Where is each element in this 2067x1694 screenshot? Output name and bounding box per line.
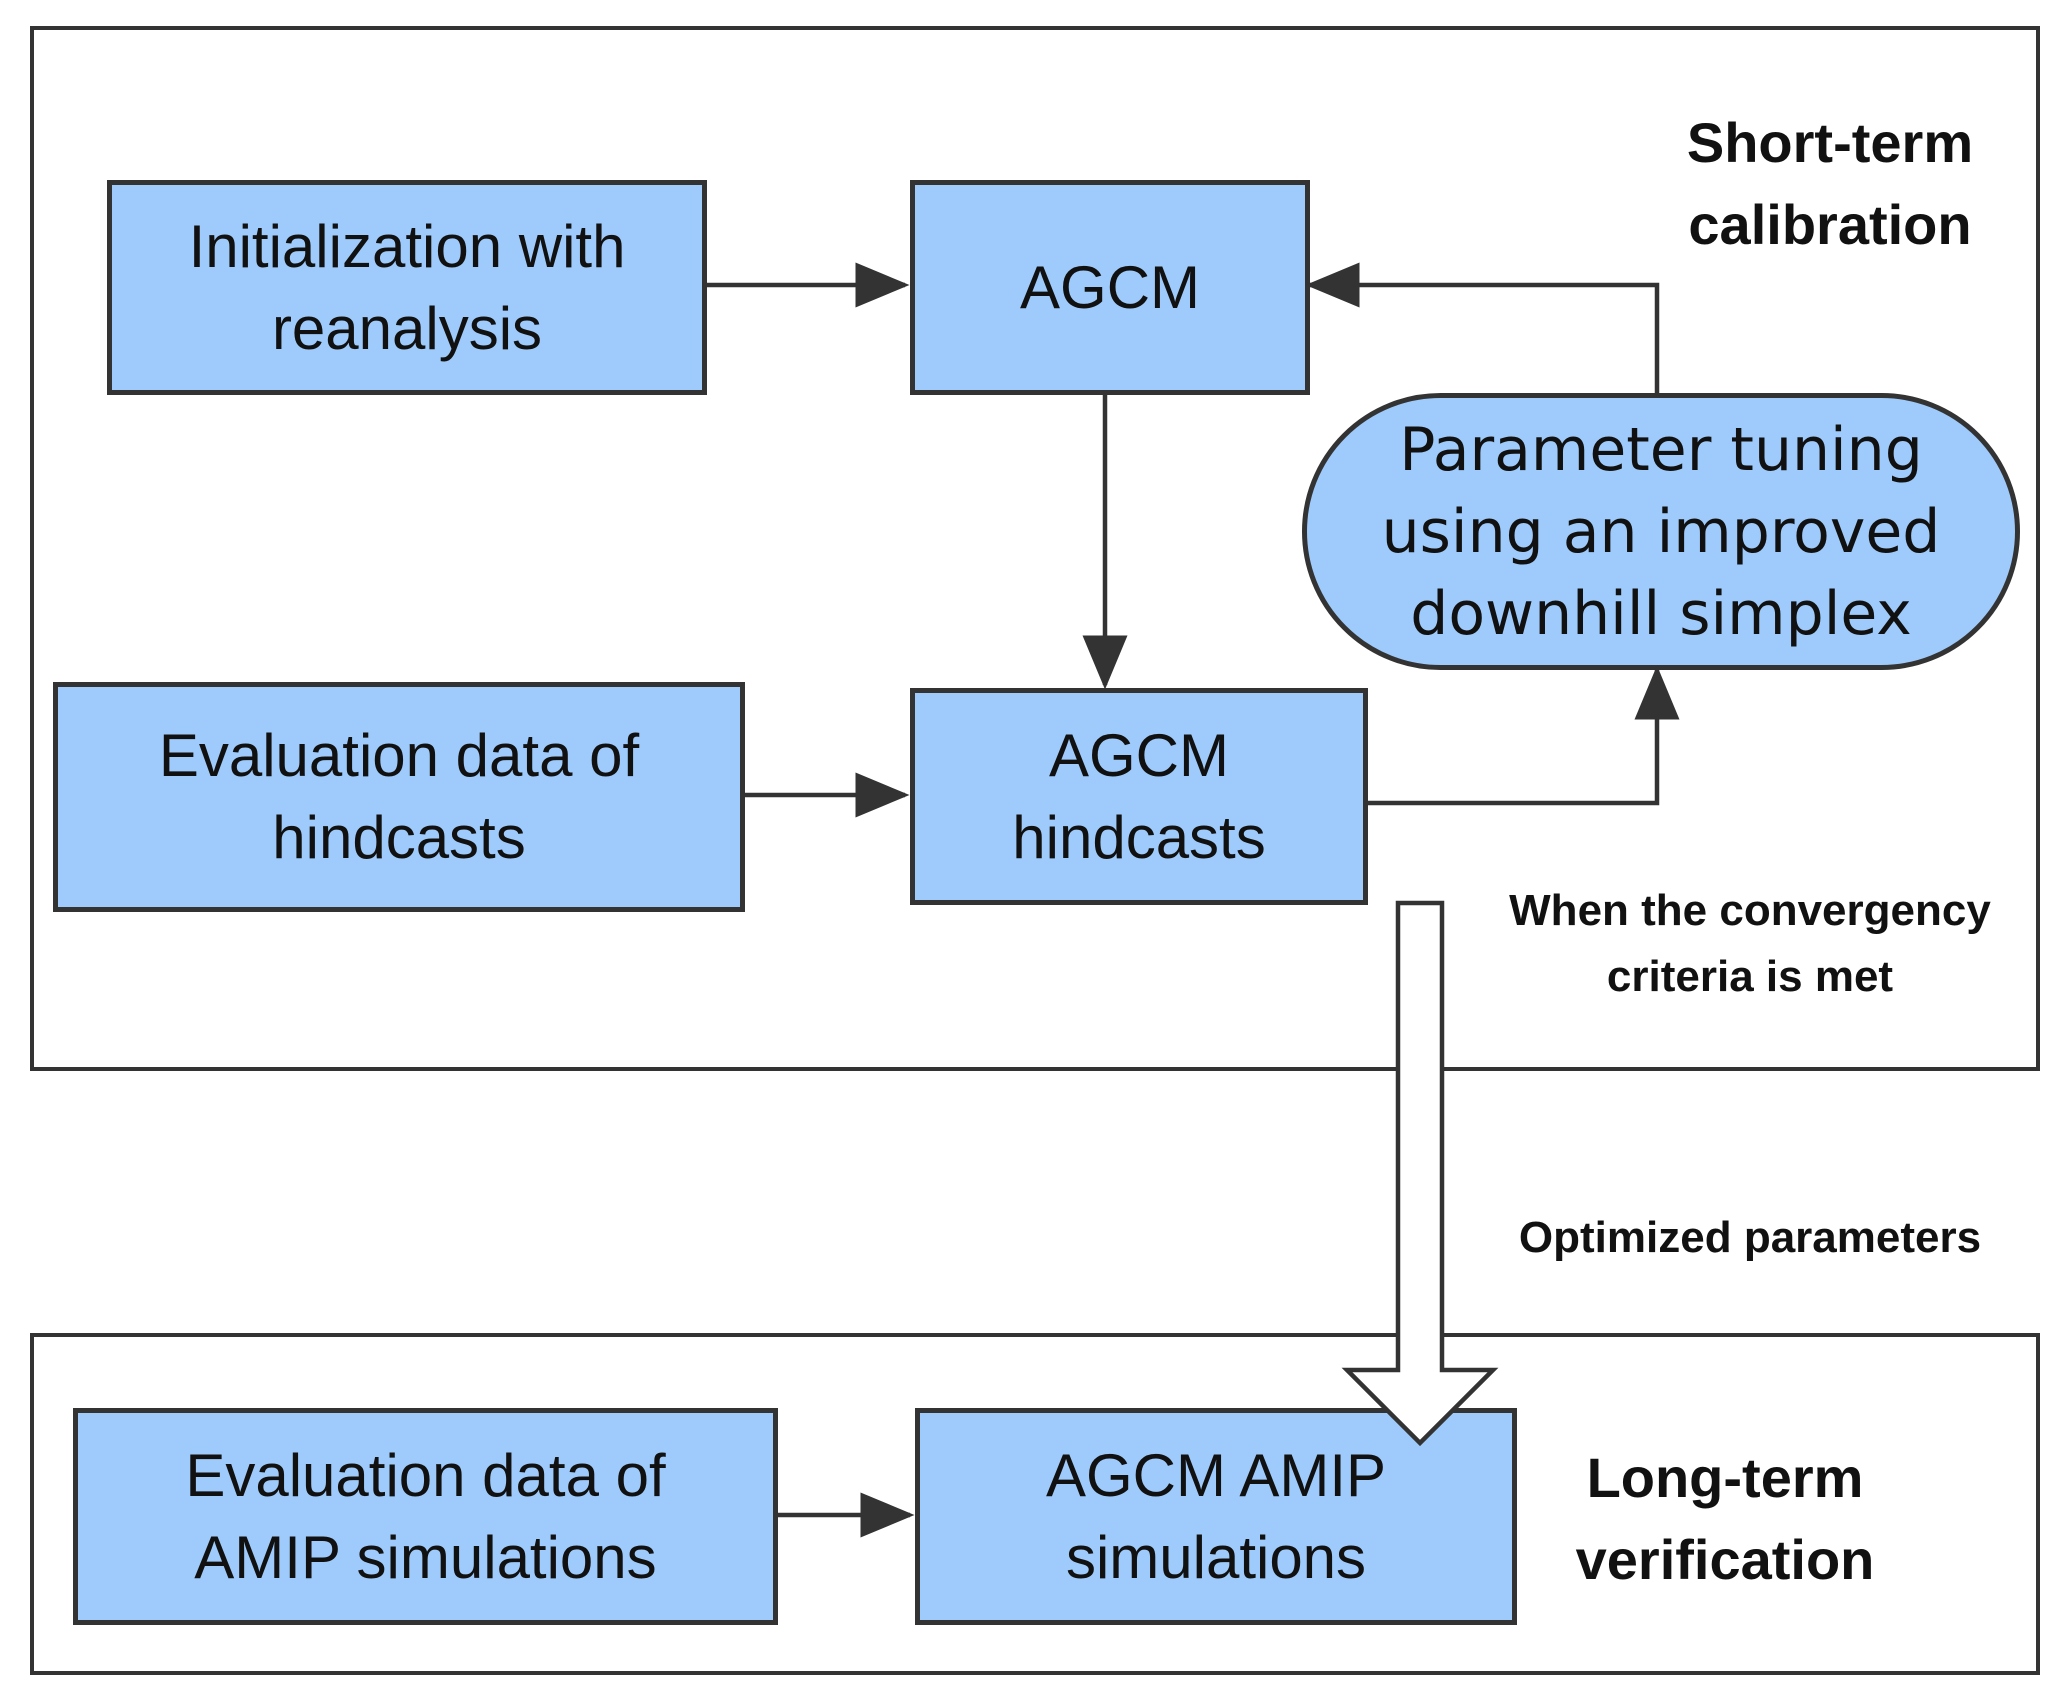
node-agcm-amip: AGCM AMIP simulations xyxy=(915,1408,1517,1625)
node-parameter-tuning-line2: using an improved xyxy=(1381,496,1941,567)
annotation-convergence-line1: When the convergency xyxy=(1509,886,1991,935)
node-agcm-label: AGCM xyxy=(1020,253,1200,321)
section-label-short-term-line2: calibration xyxy=(1688,193,1972,256)
section-label-short-term: Short-term calibration xyxy=(1640,102,2020,266)
node-evaluation-hindcasts-line2: hindcasts xyxy=(272,804,526,871)
node-initialization-line2: reanalysis xyxy=(271,294,543,362)
section-label-long-term-line2: verification xyxy=(1575,1528,1875,1591)
annotation-optimized-parameters: Optimized parameters xyxy=(1455,1205,2045,1271)
node-agcm: AGCM xyxy=(910,180,1310,395)
node-agcm-hindcasts-line1: AGCM xyxy=(1048,721,1229,789)
node-agcm-amip-line2: simulations xyxy=(1065,1523,1367,1591)
section-label-long-term: Long-term verification xyxy=(1535,1437,1915,1601)
node-evaluation-hindcasts: Evaluation data of hindcasts xyxy=(53,682,745,912)
node-evaluation-amip-line2: AMIP simulations xyxy=(194,1523,657,1591)
annotation-optimized-parameters-text: Optimized parameters xyxy=(1518,1213,1982,1262)
node-initialization: Initialization with reanalysis xyxy=(107,180,707,395)
node-parameter-tuning: Parameter tuning using an improved downh… xyxy=(1302,393,2020,670)
node-agcm-hindcasts: AGCM hindcasts xyxy=(910,688,1368,905)
node-parameter-tuning-line1: Parameter tuning xyxy=(1399,414,1923,485)
annotation-convergence: When the convergency criteria is met xyxy=(1440,878,2060,1010)
node-agcm-hindcasts-line2: hindcasts xyxy=(1012,803,1266,871)
node-parameter-tuning-line3: downhill simplex xyxy=(1410,578,1912,649)
long-term-verification-frame xyxy=(30,1333,2040,1675)
node-evaluation-amip-line1: Evaluation data of xyxy=(185,1441,666,1509)
node-agcm-amip-line1: AGCM AMIP xyxy=(1045,1441,1387,1509)
short-term-calibration-frame xyxy=(30,26,2040,1071)
section-label-long-term-line1: Long-term xyxy=(1586,1446,1864,1509)
node-initialization-line1: Initialization with xyxy=(188,212,626,280)
node-evaluation-amip: Evaluation data of AMIP simulations xyxy=(73,1408,778,1625)
node-evaluation-hindcasts-line1: Evaluation data of xyxy=(158,722,640,789)
section-label-short-term-line1: Short-term xyxy=(1686,111,1974,174)
annotation-convergence-line2: criteria is met xyxy=(1606,952,1894,1001)
